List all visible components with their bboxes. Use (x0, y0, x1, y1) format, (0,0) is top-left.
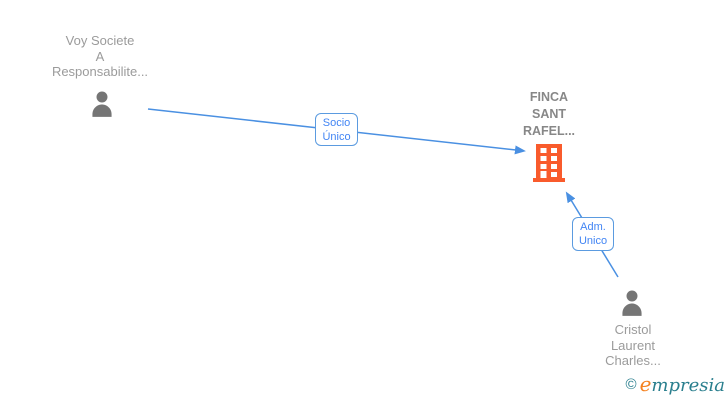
administrator-name-line1: Cristol (614, 322, 652, 337)
administrator-person-icon[interactable] (618, 289, 646, 317)
administrator-name-line2: Laurent (610, 337, 656, 353)
copyright-icon: © (625, 376, 637, 393)
shareholder-name-line2: A (95, 48, 105, 64)
edge-label-socio-unico: Socio Único (315, 113, 358, 146)
node-label-company[interactable]: FINCA SANT RAFEL... (489, 89, 609, 140)
node-label-administrator[interactable]: Cristol Laurent Charles... (563, 322, 703, 369)
edge-adm-line1: Adm. (580, 221, 606, 233)
node-label-shareholder[interactable]: Voy Societe A Responsabilite... (30, 33, 170, 80)
person-icon (92, 91, 112, 117)
person-icon (622, 290, 642, 316)
shareholder-name-line3: Responsabilite... (51, 64, 149, 79)
brand-initial: e (639, 372, 652, 396)
shareholder-name-line1: Voy Societe (65, 33, 135, 48)
company-name-line2: SANT (531, 107, 567, 121)
company-building-icon[interactable] (533, 144, 565, 182)
edge-label-adm-unico: Adm. Unico (572, 217, 614, 251)
shareholder-person-icon[interactable] (88, 90, 116, 118)
administrator-name-line3: Charles... (605, 353, 661, 368)
edge-socio-line2: Único (322, 130, 351, 143)
company-name-line1: FINCA (529, 90, 569, 104)
brand-rest: mpresia (651, 375, 725, 396)
edge-socio-line1: Socio (322, 116, 351, 129)
company-name-line3: RAFEL... (522, 124, 576, 138)
edge-adm-line2: Unico (578, 235, 608, 247)
building-icon (533, 144, 565, 182)
empresia-logo: ©empresia (626, 372, 725, 396)
